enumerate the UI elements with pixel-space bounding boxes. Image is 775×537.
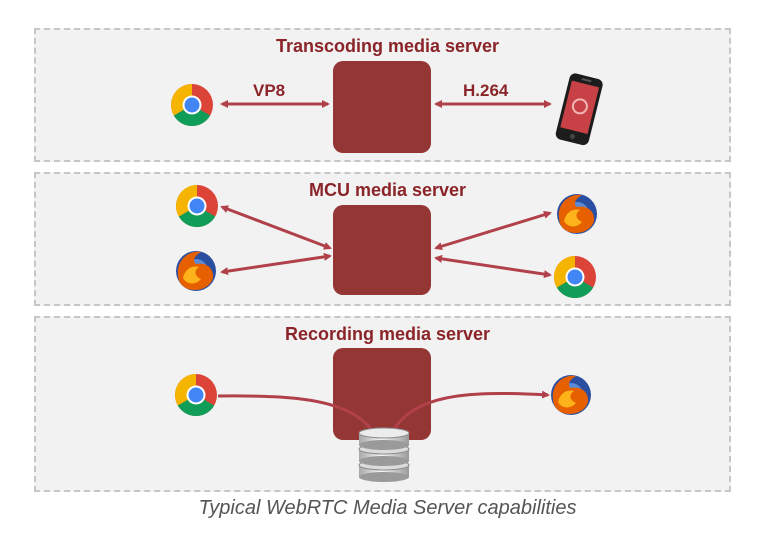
recording-server (333, 348, 431, 440)
chrome-icon (175, 185, 218, 228)
database-icon (358, 427, 410, 482)
firefox-icon (176, 251, 216, 291)
figure-caption: Typical WebRTC Media Server capabilities (198, 497, 577, 519)
mcu-arrow-bottom-right (434, 254, 552, 279)
firefox-icon (551, 375, 591, 415)
firefox-icon (557, 194, 597, 234)
mcu-arrow-bottom-left (220, 252, 332, 276)
mcu-arrow-top-left (220, 205, 332, 250)
chrome-icon (553, 256, 596, 299)
mcu-arrow-top-right (434, 210, 552, 251)
chrome-icon (170, 84, 213, 127)
vp8-label: VP8 (253, 81, 286, 100)
smartphone-icon (555, 73, 603, 146)
record-in-arrow (217, 394, 378, 438)
chrome-icon (174, 374, 217, 417)
recording-title: Recording media server (284, 324, 491, 344)
mcu-server (333, 205, 431, 295)
record-out-arrow (388, 390, 550, 437)
transcoding-server (333, 61, 431, 153)
mcu-title: MCU media server (308, 180, 467, 200)
transcoding-title: Transcoding media server (275, 36, 500, 56)
h264-label: H.264 (463, 81, 509, 100)
